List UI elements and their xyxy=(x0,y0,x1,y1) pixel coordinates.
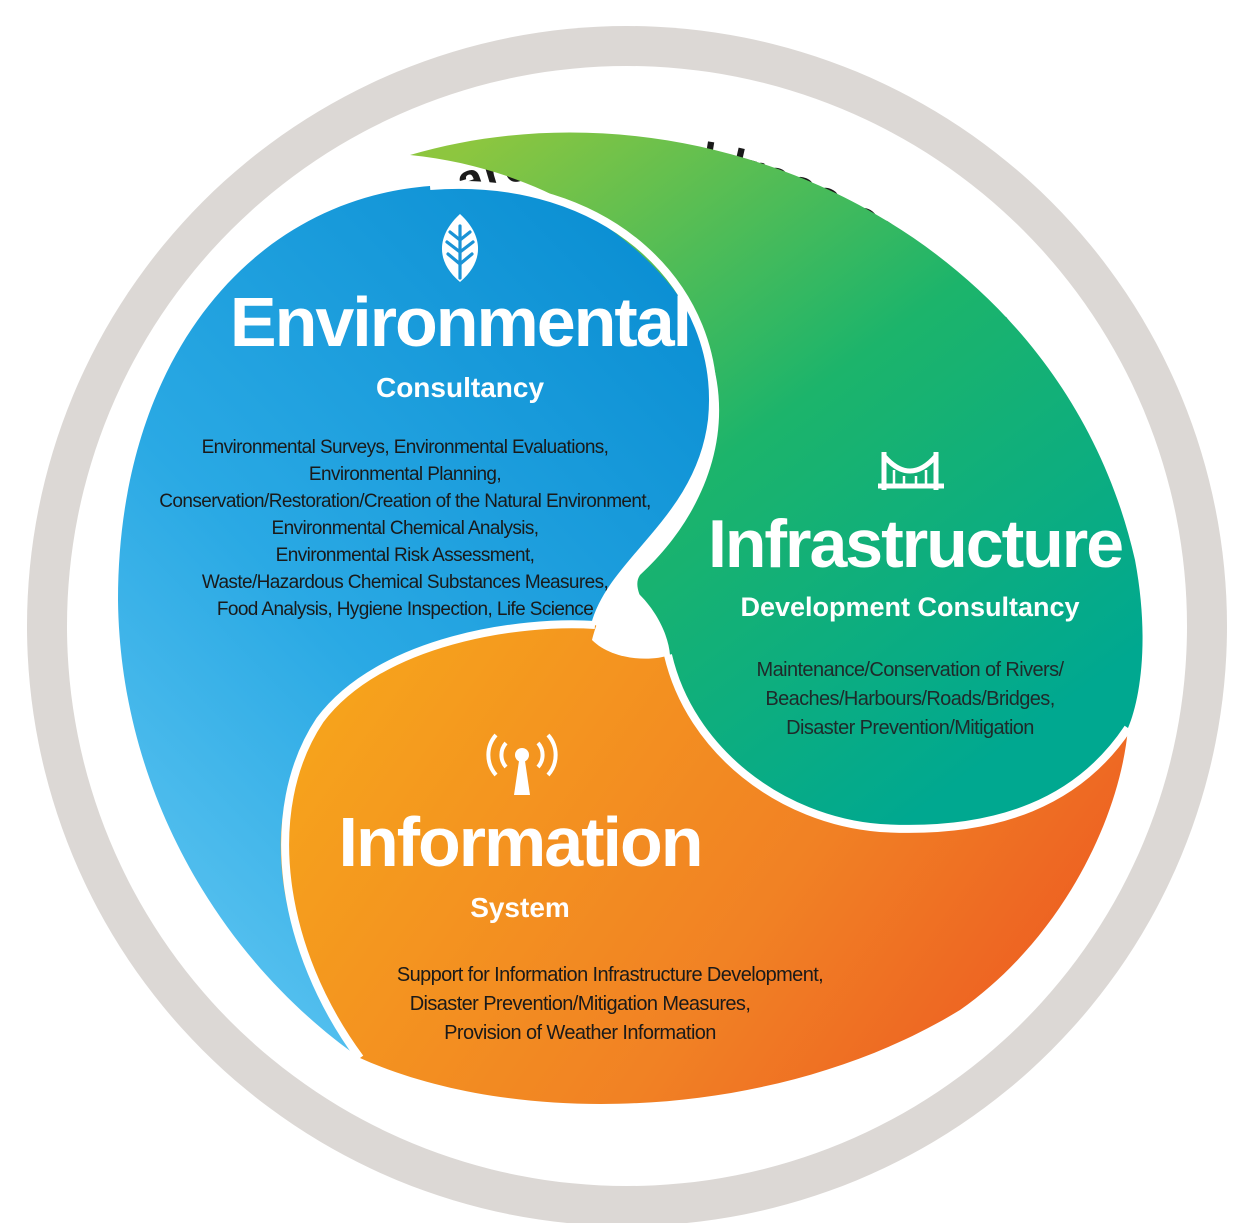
information-desc-line: Disaster Prevention/Mitigation Measures, xyxy=(409,993,751,1015)
information-desc-line: Support for Information Infrastructure D… xyxy=(396,964,824,986)
seam-inf-info xyxy=(664,654,1132,833)
antenna-icon xyxy=(486,733,558,795)
environmental-title: Environmental xyxy=(229,283,692,361)
information-title: Information xyxy=(338,803,704,881)
infrastructure-segment xyxy=(410,132,1143,829)
environmental-desc-line: Environmental Planning, xyxy=(308,464,502,485)
center-hub xyxy=(592,585,670,659)
environmental-desc-line: Conservation/Restoration/Creation of the… xyxy=(159,491,651,512)
infrastructure-subtitle: Development Consultancy xyxy=(740,592,1080,622)
information-description: Support for Information Infrastructure D… xyxy=(330,961,890,1048)
infrastructure-desc-line: Maintenance/Conservation of Rivers/ xyxy=(756,659,1065,681)
infrastructure-title: Infrastructure xyxy=(707,506,1124,582)
infrastructure-desc-line: Beaches/Harbours/Roads/Bridges, xyxy=(765,688,1055,710)
environmental-subtitle: Consultancy xyxy=(375,372,545,403)
environmental-desc-line: Waste/Hazardous Chemical Substances Meas… xyxy=(201,572,609,593)
environmental-description: Environmental Surveys, Environmental Eva… xyxy=(120,434,690,623)
environmental-desc-line: Environmental Risk Assessment, xyxy=(275,545,535,566)
leaf-icon xyxy=(441,214,479,282)
seam-env-inf xyxy=(429,180,717,627)
information-desc-line: Provision of Weather Information xyxy=(444,1022,716,1044)
infrastructure-desc-line: Disaster Prevention/Mitigation xyxy=(786,717,1034,739)
environmental-segment xyxy=(118,184,713,1058)
environmental-desc-line: Food Analysis, Hygiene Inspection, Life … xyxy=(216,599,594,620)
information-segment xyxy=(280,624,1129,1104)
information-subtitle: System xyxy=(470,892,570,923)
environmental-desc-line: Environmental Surveys, Environmental Eva… xyxy=(201,437,609,458)
seam-info-env xyxy=(281,620,596,1061)
infrastructure-description: Maintenance/Conservation of Rivers/ Beac… xyxy=(710,656,1110,743)
bridge-icon xyxy=(878,452,944,490)
environmental-desc-line: Environmental Chemical Analysis, xyxy=(271,518,540,539)
